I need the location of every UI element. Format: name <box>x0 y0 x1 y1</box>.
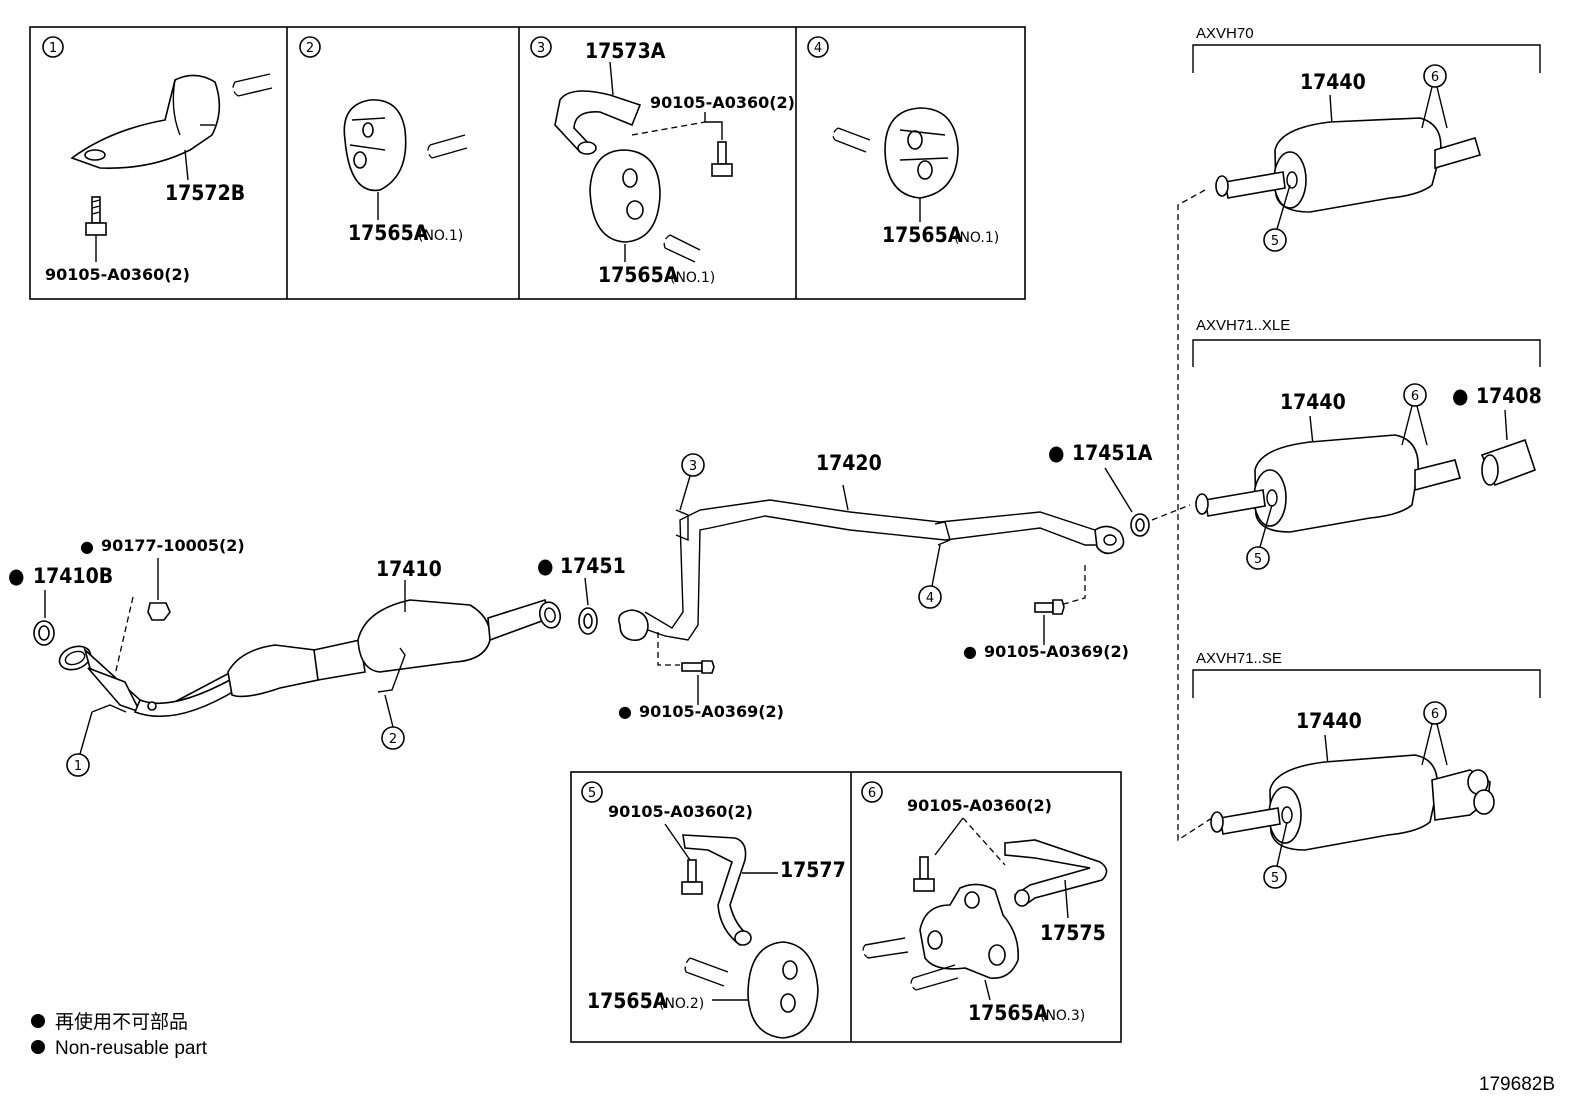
legend-jp: 再使用不可部品 <box>55 1011 188 1033</box>
part-17565A-inset6: 17565A <box>968 1001 1049 1025</box>
note-no1-inset4: (NO.1) <box>954 230 999 246</box>
variant-label-axvh71-se: AXVH71..SE <box>1196 650 1282 667</box>
part-90105-a0360-inset6: 90105-A0360(2) <box>907 796 1052 815</box>
callout-6-v3: 6 <box>1431 707 1439 722</box>
part-90105-a0369-left: 90105-A0369(2) <box>639 702 784 721</box>
legend-en: Non-reusable part <box>55 1038 208 1059</box>
callout-1: 1 <box>74 759 82 774</box>
part-90105-a0360-inset5: 90105-A0360(2) <box>608 802 753 821</box>
note-no3: (NO.3) <box>1040 1008 1085 1024</box>
dot-17451a: ● <box>1048 441 1065 465</box>
dot-bolt-a: ● <box>618 702 632 721</box>
part-17572B: 17572B <box>165 181 245 205</box>
main-exhaust: ● 17410B ● 90177-10005(2) 17410 1 <box>8 189 1213 842</box>
dot-17408: ● <box>1452 384 1469 408</box>
muffler-17440-v3: 17440 <box>1296 709 1362 733</box>
inset-3-number: 3 <box>537 41 545 56</box>
part-17575: 17575 <box>1040 921 1106 945</box>
inset-6: 6 90105-A0360(2) 17575 17565A (NO.3) <box>861 781 1108 1025</box>
part-90105-a0369-right: 90105-A0369(2) <box>984 642 1129 661</box>
part-17573A: 17573A <box>585 39 666 63</box>
callout-3: 3 <box>689 459 697 474</box>
callout-5-v1: 5 <box>1271 234 1279 249</box>
part-17565A-inset4: 17565A <box>882 223 963 247</box>
note-no2: (NO.2) <box>659 996 704 1012</box>
callout-2: 2 <box>389 732 397 747</box>
top-inset-frames <box>29 26 1026 300</box>
dot-17410b: ● <box>8 564 25 588</box>
inset-6-number: 6 <box>868 786 876 801</box>
dot-bolt-b: ● <box>963 642 977 661</box>
note-no1-inset2: (NO.1) <box>418 228 463 244</box>
part-17577: 17577 <box>780 858 846 882</box>
inset-2: 2 17565A (NO.1) <box>299 36 468 245</box>
part-17410: 17410 <box>376 557 442 581</box>
dot-90177: ● <box>80 537 94 556</box>
inset-1: 1 17572B 90105-A0360(2) <box>42 36 273 284</box>
muffler-17440-v2: 17440 <box>1280 390 1346 414</box>
variant-axvh71-xle: AXVH71..XLE 17440 6 5 ● 17408 <box>1192 317 1542 570</box>
callout-5-v2: 5 <box>1254 552 1262 567</box>
part-17420: 17420 <box>816 451 882 475</box>
part-90105-a0360-inset1: 90105-A0360(2) <box>45 265 190 284</box>
variant-label-axvh71-xle: AXVH71..XLE <box>1196 317 1290 334</box>
callout-4: 4 <box>926 591 934 606</box>
part-90177-10005: 90177-10005(2) <box>101 536 245 555</box>
variant-axvh71-se: AXVH71..SE 17440 6 5 <box>1192 650 1541 889</box>
figure-id: 179682B <box>1479 1074 1555 1095</box>
inset-5: 5 90105-A0360(2) 17577 17565A (NO.2) <box>581 781 846 1039</box>
variant-axvh70: AXVH70 17440 6 5 <box>1192 25 1541 252</box>
part-17565A-inset5: 17565A <box>587 989 668 1013</box>
part-90105-a0360-inset3: 90105-A0360(2) <box>650 93 795 112</box>
callout-6-v2: 6 <box>1411 389 1419 404</box>
part-17451A: 17451A <box>1072 441 1153 465</box>
inset-4-number: 4 <box>814 41 822 56</box>
callout-6-v1: 6 <box>1431 70 1439 85</box>
part-17410B: 17410B <box>33 564 113 588</box>
part-17565A-inset2: 17565A <box>348 221 429 245</box>
muffler-17440-v1: 17440 <box>1300 70 1366 94</box>
inset-1-number: 1 <box>49 41 57 56</box>
inset-5-number: 5 <box>588 786 596 801</box>
variant-label-axvh70: AXVH70 <box>1196 25 1254 42</box>
inset-3: 3 17573A 90105-A0360(2) 17565A (NO.1) <box>530 36 795 287</box>
part-17408: 17408 <box>1476 384 1542 408</box>
part-17565A-inset3: 17565A <box>598 263 679 287</box>
inset-2-number: 2 <box>306 41 314 56</box>
bottom-inset-frames <box>570 771 1122 1043</box>
note-no1-inset3: (NO.1) <box>670 270 715 286</box>
part-17451: 17451 <box>560 554 626 578</box>
dot-17451: ● <box>537 554 554 578</box>
callout-5-v3: 5 <box>1271 871 1279 886</box>
inset-4: 4 17565A (NO.1) <box>807 36 999 247</box>
legend: 再使用不可部品 Non-reusable part <box>31 1011 208 1059</box>
